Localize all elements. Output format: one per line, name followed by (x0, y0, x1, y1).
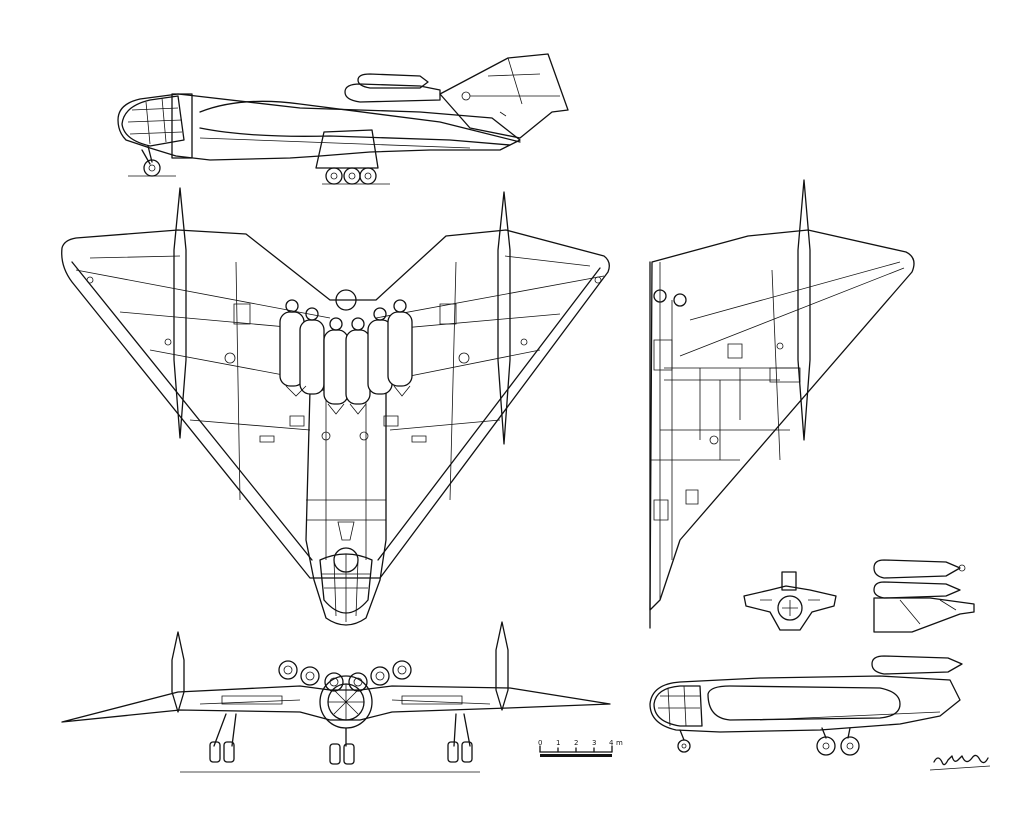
scale-tick-1: 1 (556, 739, 560, 747)
engine-intakes (279, 661, 411, 691)
scale-unit: m (616, 739, 623, 747)
scale-tick-3: 3 (592, 739, 596, 747)
alternate-side-view (650, 656, 962, 755)
nose-detail (744, 572, 836, 630)
bottom-half-view (650, 180, 914, 628)
scale-tick-4: 4 (609, 739, 614, 747)
scale-tick-2: 2 (574, 739, 578, 747)
side-view (118, 54, 568, 184)
engine-pods (280, 290, 412, 414)
scale-tick-0: 0 (538, 739, 542, 747)
scale-bar: 0 1 2 3 4 m (538, 739, 623, 757)
engine-pod-detail (874, 560, 974, 632)
signature (930, 755, 990, 770)
top-view (62, 188, 610, 625)
front-view (62, 622, 610, 772)
